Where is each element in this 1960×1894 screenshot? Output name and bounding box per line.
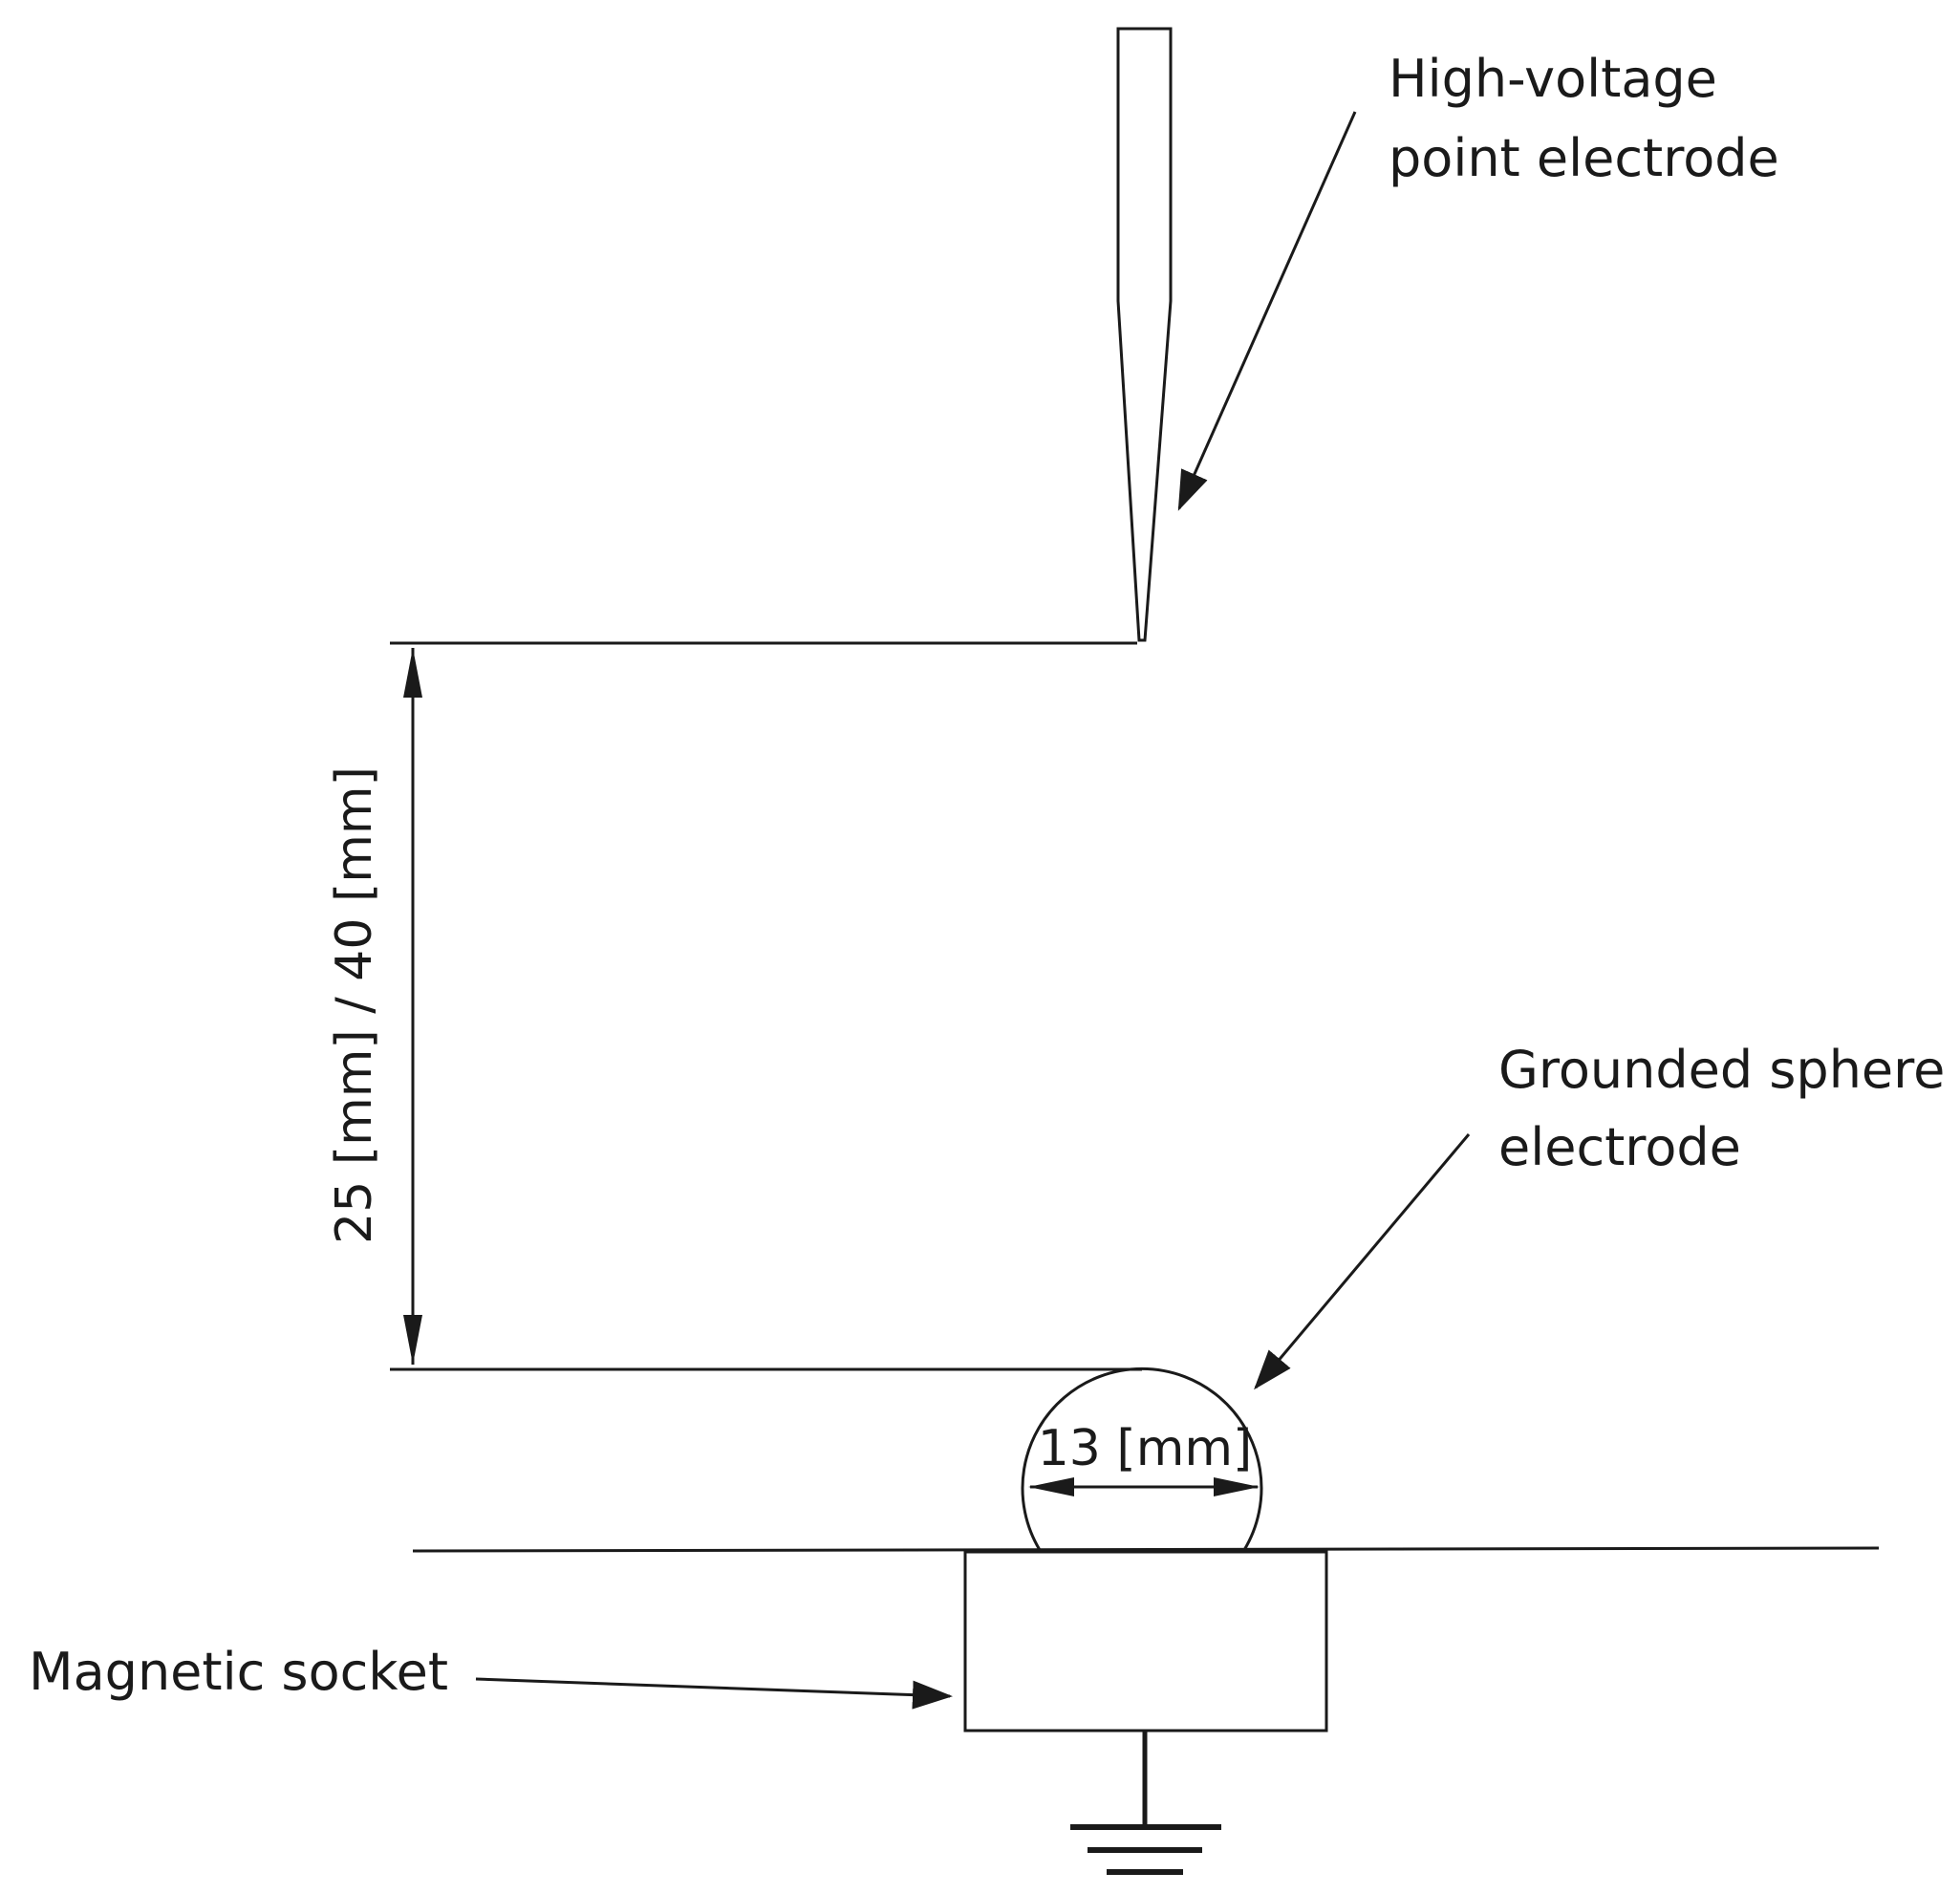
ground-plane-line: [412, 1546, 1880, 1553]
sphere-label-line1: Grounded sphere: [1498, 1040, 1945, 1100]
hv-electrode-leader-arrow: [1177, 111, 1357, 511]
magnetic-socket-label: Magnetic socket: [29, 1642, 448, 1702]
gap-arrowhead-bottom: [403, 1315, 422, 1365]
sphere-label-line2: electrode: [1498, 1117, 1741, 1177]
ground-symbol-icon: [1070, 1824, 1221, 1875]
magnetic-socket-leader-arrow: [475, 1677, 953, 1710]
high-voltage-point-electrode: [1116, 27, 1173, 642]
sphere-diameter-label: 13 [mm]: [1038, 1420, 1253, 1477]
sphere-leader-arrow: [1254, 1133, 1471, 1390]
grounded-sphere-electrode: [1021, 1367, 1263, 1551]
gap-distance-label: 25 [mm] / 40 [mm]: [326, 766, 383, 1244]
magnetic-socket: [963, 1550, 1328, 1733]
diameter-arrowhead-left: [1028, 1477, 1074, 1496]
diameter-arrowhead-right: [1214, 1477, 1260, 1496]
hv-electrode-label-line2: point electrode: [1389, 128, 1779, 188]
hv-electrode-label-line1: High-voltage: [1389, 49, 1717, 109]
gap-arrowhead-top: [403, 648, 422, 698]
